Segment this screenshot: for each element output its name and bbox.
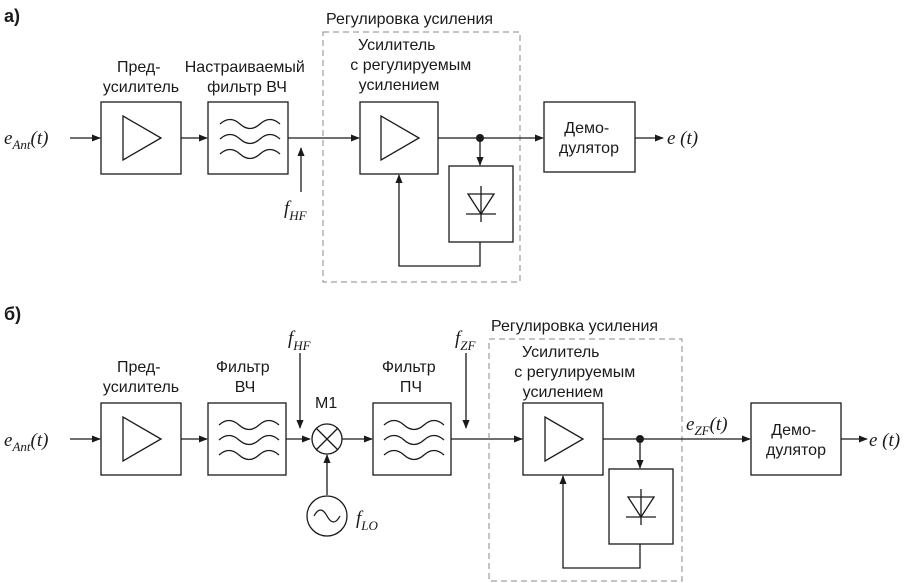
e-zf-label: eZF(t) <box>686 414 728 438</box>
output-signal: e (t) <box>667 128 698 149</box>
output-signal: e (t) <box>869 430 900 451</box>
panel-a-input-signal: eAnt(t) <box>4 128 48 152</box>
panel-b-label: б) <box>4 304 21 324</box>
gain-control-region <box>322 31 521 283</box>
panel-b: б) eAnt(t) Пред- усилитель Фильтр ВЧ fHF <box>4 304 900 582</box>
gain-control-region <box>488 338 683 582</box>
mixer-label: М1 <box>315 395 337 412</box>
svg-text:eAnt(t): eAnt(t) <box>4 128 48 152</box>
vga-label: Усилитель с регулируемым усилением <box>350 37 475 94</box>
amplifier-icon <box>122 415 163 463</box>
demodulator-label: Демо- дулятор <box>766 422 826 459</box>
oscillator-icon <box>306 495 348 537</box>
svg-text:fZF: fZF <box>455 328 477 353</box>
feedback-line <box>395 174 481 267</box>
gain-control-title: Регулировка усиления <box>326 11 493 28</box>
amplifier-icon <box>544 415 585 463</box>
preamp-label: Пред- усилитель <box>103 359 179 396</box>
filter-icon <box>218 419 280 461</box>
f-lo-label: fLO <box>356 508 379 533</box>
preamp-label: Пред- усилитель <box>103 59 179 96</box>
demodulator-label: Демо- дулятор <box>559 120 619 157</box>
feedback-line <box>559 475 641 569</box>
f-zf-label: fZF <box>455 328 477 353</box>
amplifier-icon <box>380 114 421 162</box>
diode-icon <box>466 186 496 222</box>
panel-a-label: а) <box>4 6 20 26</box>
vga-label: Усилитель с регулируемым усилением <box>514 344 639 401</box>
panel-a: а) eAnt(t) Пред- усилитель Настраиваемый… <box>4 6 698 283</box>
svg-text:eZF(t): eZF(t) <box>686 414 728 438</box>
demodulator-block <box>543 101 636 173</box>
panel-b-input-signal: eAnt(t) <box>4 430 48 454</box>
svg-text:fHF: fHF <box>288 328 312 353</box>
mixer-icon <box>311 423 343 455</box>
if-filter-block <box>372 402 452 476</box>
demodulator-block <box>750 402 842 476</box>
vga-block <box>522 402 604 476</box>
filter-icon <box>383 419 445 461</box>
diode-icon <box>626 489 656 525</box>
svg-text:eAnt(t): eAnt(t) <box>4 430 48 454</box>
tunable-filter-label: Настраиваемый фильтр ВЧ <box>185 59 310 96</box>
hf-filter-label: Фильтр ВЧ <box>216 359 274 396</box>
preamp-block <box>100 101 182 175</box>
svg-text:fHF: fHF <box>284 198 308 223</box>
f-hf-label: fHF <box>284 198 308 223</box>
amplifier-icon <box>122 114 163 162</box>
f-hf-label: fHF <box>288 328 312 353</box>
tunable-filter-block <box>207 101 289 175</box>
preamp-block <box>100 402 182 476</box>
gain-control-title: Регулировка усиления <box>491 318 658 335</box>
if-filter-label: Фильтр ПЧ <box>382 359 440 396</box>
vga-block <box>359 101 439 175</box>
svg-text:fLO: fLO <box>356 508 379 533</box>
filter-icon <box>219 118 281 160</box>
